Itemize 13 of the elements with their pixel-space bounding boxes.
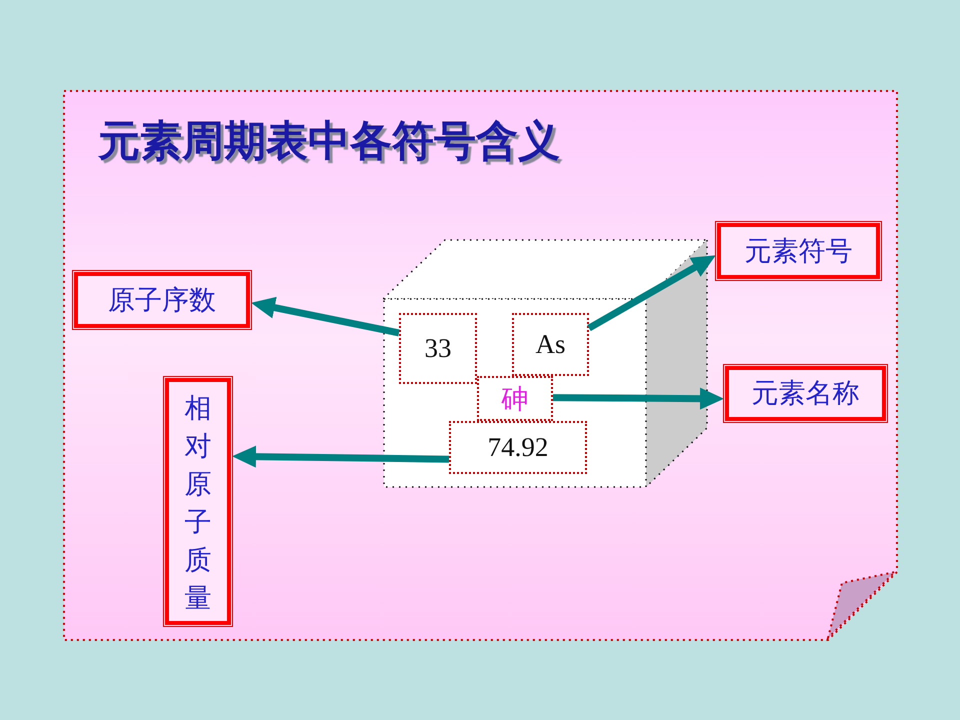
label-box: 相对原子质量	[163, 376, 233, 627]
arrow	[552, 388, 724, 410]
arrow	[587, 252, 717, 332]
element-name-box: 砷	[477, 376, 553, 421]
label-box: 原子序数	[72, 270, 252, 330]
symbol-box: As	[512, 313, 589, 376]
label-box: 元素名称	[723, 364, 888, 423]
arrow	[232, 446, 450, 468]
atomic-number-box: 33	[399, 313, 477, 384]
title: 元素周期表中各符号含义	[98, 115, 560, 167]
atomic-mass-box: 74.92	[449, 421, 587, 474]
label-box: 元素符号	[715, 221, 882, 281]
arrow	[251, 296, 400, 336]
